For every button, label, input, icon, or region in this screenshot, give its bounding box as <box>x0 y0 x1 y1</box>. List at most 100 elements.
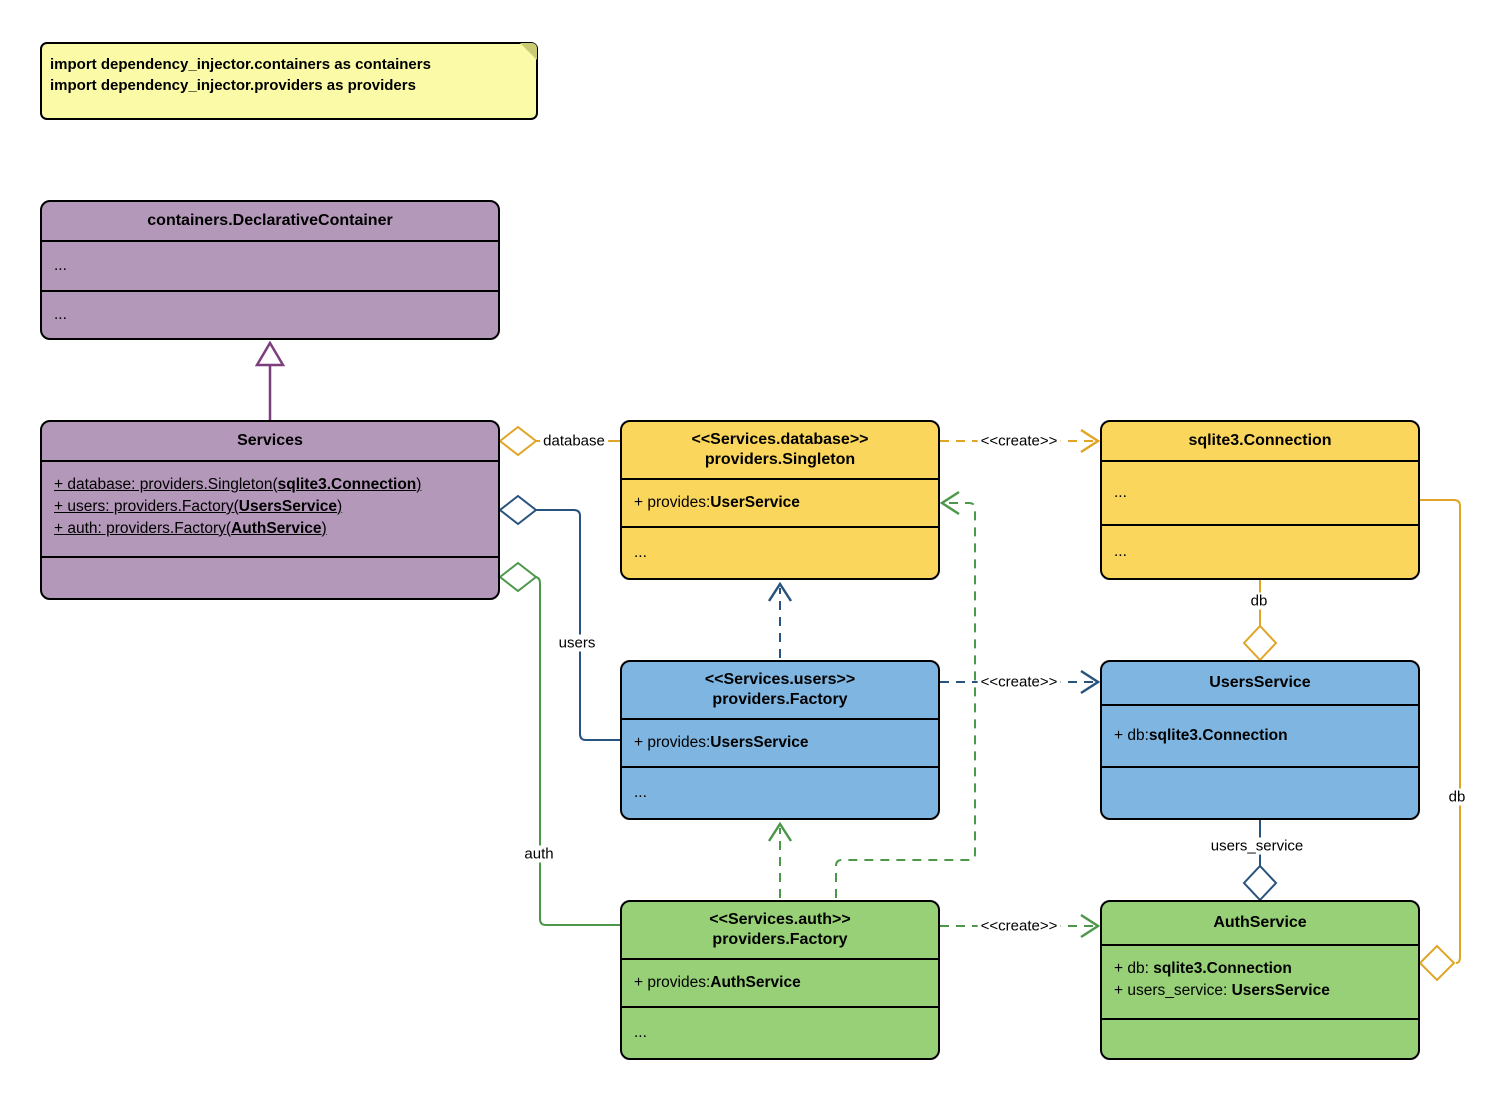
edge-create-auth-service <box>940 913 1101 939</box>
class-compartment: ... <box>622 526 938 578</box>
class-attributes: + provides: AuthService <box>622 958 938 1006</box>
class-attributes: + db: sqlite3.Connection <box>1102 704 1418 766</box>
import-note[interactable]: import dependency_injector.containers as… <box>40 42 538 120</box>
edge-dependency-auth-users-factory <box>767 821 793 898</box>
edge-label-create-auth: <<create>> <box>977 917 1061 935</box>
class-users-service[interactable]: UsersService + db: sqlite3.Connection <box>1100 660 1420 820</box>
class-compartment: ... <box>1102 460 1418 524</box>
attr-type: AuthService <box>710 974 801 991</box>
attr-type: AuthService <box>231 520 322 537</box>
edge-users-aggregation <box>498 494 620 741</box>
attr-text: + users_service: <box>1114 982 1232 999</box>
edge-create-users-service <box>940 669 1101 695</box>
class-attributes: + provides: UsersService <box>622 718 938 766</box>
edge-create-connection <box>940 428 1101 454</box>
class-compartment-empty <box>1102 766 1418 818</box>
class-attributes: + database: providers.Singleton(sqlite3.… <box>42 460 498 556</box>
note-line: import dependency_injector.containers as… <box>50 56 431 73</box>
class-compartment: ... <box>622 766 938 818</box>
class-services[interactable]: Services + database: providers.Singleton… <box>40 420 500 600</box>
edge-label-db-right: db <box>1445 788 1469 806</box>
attr-type: UsersService <box>238 498 338 515</box>
edge-generalization <box>254 340 286 420</box>
class-compartment-empty <box>42 556 498 598</box>
class-title: UsersService <box>1209 674 1311 691</box>
attribute-auth: + auth: providers.Factory(AuthService) <box>54 518 486 540</box>
aggregation-diamond-icon <box>1242 624 1278 662</box>
open-arrowhead-icon <box>1080 913 1101 939</box>
class-attributes: + db: sqlite3.Connection + users_service… <box>1102 944 1418 1018</box>
edge-dependency-auth-singleton <box>835 490 976 898</box>
open-arrowhead-icon <box>1080 669 1101 695</box>
aggregation-diamond-icon <box>498 425 538 457</box>
class-title: <<Services.auth>> providers.Factory <box>622 902 938 958</box>
attr-text: + auth: providers.Factory( <box>54 520 232 537</box>
edge-label-auth: auth <box>521 845 557 863</box>
open-arrowhead-icon <box>767 821 793 842</box>
aggregation-diamond-icon <box>498 561 538 593</box>
attr-text: ) <box>321 520 327 537</box>
class-title-text: providers.Factory <box>712 931 848 948</box>
class-database-singleton[interactable]: <<Services.database>> providers.Singleto… <box>620 420 940 580</box>
generalization-triangle-icon <box>254 340 286 367</box>
open-arrowhead-icon <box>1080 428 1101 454</box>
class-title: sqlite3.Connection <box>1188 432 1332 449</box>
class-title-text: providers.Singleton <box>704 451 856 468</box>
stereotype: <<Services.database>> <box>691 431 869 448</box>
attribute-users: + users: providers.Factory(UsersService) <box>54 496 486 518</box>
attr-text: ) <box>337 498 343 515</box>
attr-text: + database: providers.Singleton( <box>54 476 278 493</box>
aggregation-diamond-icon <box>1242 864 1278 902</box>
attribute-users-service: + users_service: UsersService <box>1114 980 1406 1002</box>
attr-text: + db: <box>1114 960 1154 977</box>
open-arrowhead-icon <box>939 490 960 516</box>
attr-text: + users: providers.Factory( <box>54 498 239 515</box>
edge-label-create-users: <<create>> <box>977 673 1061 691</box>
attribute-database: + database: providers.Singleton(sqlite3.… <box>54 474 486 496</box>
attr-text: + provides: <box>634 494 711 511</box>
attr-type: UsersService <box>1231 982 1330 999</box>
stereotype: <<Services.auth>> <box>709 911 851 928</box>
note-line: import dependency_injector.providers as … <box>50 77 416 94</box>
attr-type: sqlite3.Connection <box>277 476 417 493</box>
class-title: Services <box>237 432 303 449</box>
attr-text: + db: <box>1114 727 1149 744</box>
class-title: <<Services.users>> providers.Factory <box>622 662 938 718</box>
attr-type: UsersService <box>710 734 809 751</box>
class-auth-factory[interactable]: <<Services.auth>> providers.Factory + pr… <box>620 900 940 1060</box>
class-compartment: ... <box>1102 524 1418 578</box>
stereotype: <<Services.users>> <box>704 671 856 688</box>
class-compartment-empty <box>1102 1018 1418 1058</box>
attribute-db: + db: sqlite3.Connection <box>1114 958 1406 980</box>
open-arrowhead-icon <box>767 581 793 602</box>
edge-label-database: database <box>540 432 608 450</box>
edge-label-users: users <box>555 634 599 652</box>
class-title-text: providers.Factory <box>712 691 848 708</box>
class-auth-service[interactable]: AuthService + db: sqlite3.Connection + u… <box>1100 900 1420 1060</box>
class-compartment: ... <box>622 1006 938 1058</box>
attr-text: + provides: <box>634 974 711 991</box>
attr-text: + provides: <box>634 734 711 751</box>
class-compartment: ... <box>42 240 498 290</box>
class-declarative-container[interactable]: containers.DeclarativeContainer ... ... <box>40 200 500 340</box>
edge-db-right-aggregation <box>1418 499 1461 982</box>
edge-auth-aggregation <box>498 561 620 926</box>
attr-type: sqlite3.Connection <box>1148 727 1288 744</box>
class-title: containers.DeclarativeContainer <box>147 212 393 229</box>
class-users-factory[interactable]: <<Services.users>> providers.Factory + p… <box>620 660 940 820</box>
edge-label-db: db <box>1247 592 1271 610</box>
attr-type: sqlite3.Connection <box>1153 960 1292 977</box>
class-attributes: + provides: UserService <box>622 478 938 526</box>
class-title: <<Services.database>> providers.Singleto… <box>622 422 938 478</box>
edge-dependency-factory-singleton <box>767 581 793 658</box>
edge-label-users-service: users_service <box>1207 837 1307 855</box>
attr-text: ) <box>416 476 422 493</box>
aggregation-diamond-icon <box>498 494 538 526</box>
class-title: AuthService <box>1213 914 1307 931</box>
attr-type: UserService <box>710 494 800 511</box>
class-sqlite-connection[interactable]: sqlite3.Connection ... ... <box>1100 420 1420 580</box>
edge-label-create-connection: <<create>> <box>977 432 1061 450</box>
aggregation-diamond-icon <box>1418 944 1456 982</box>
